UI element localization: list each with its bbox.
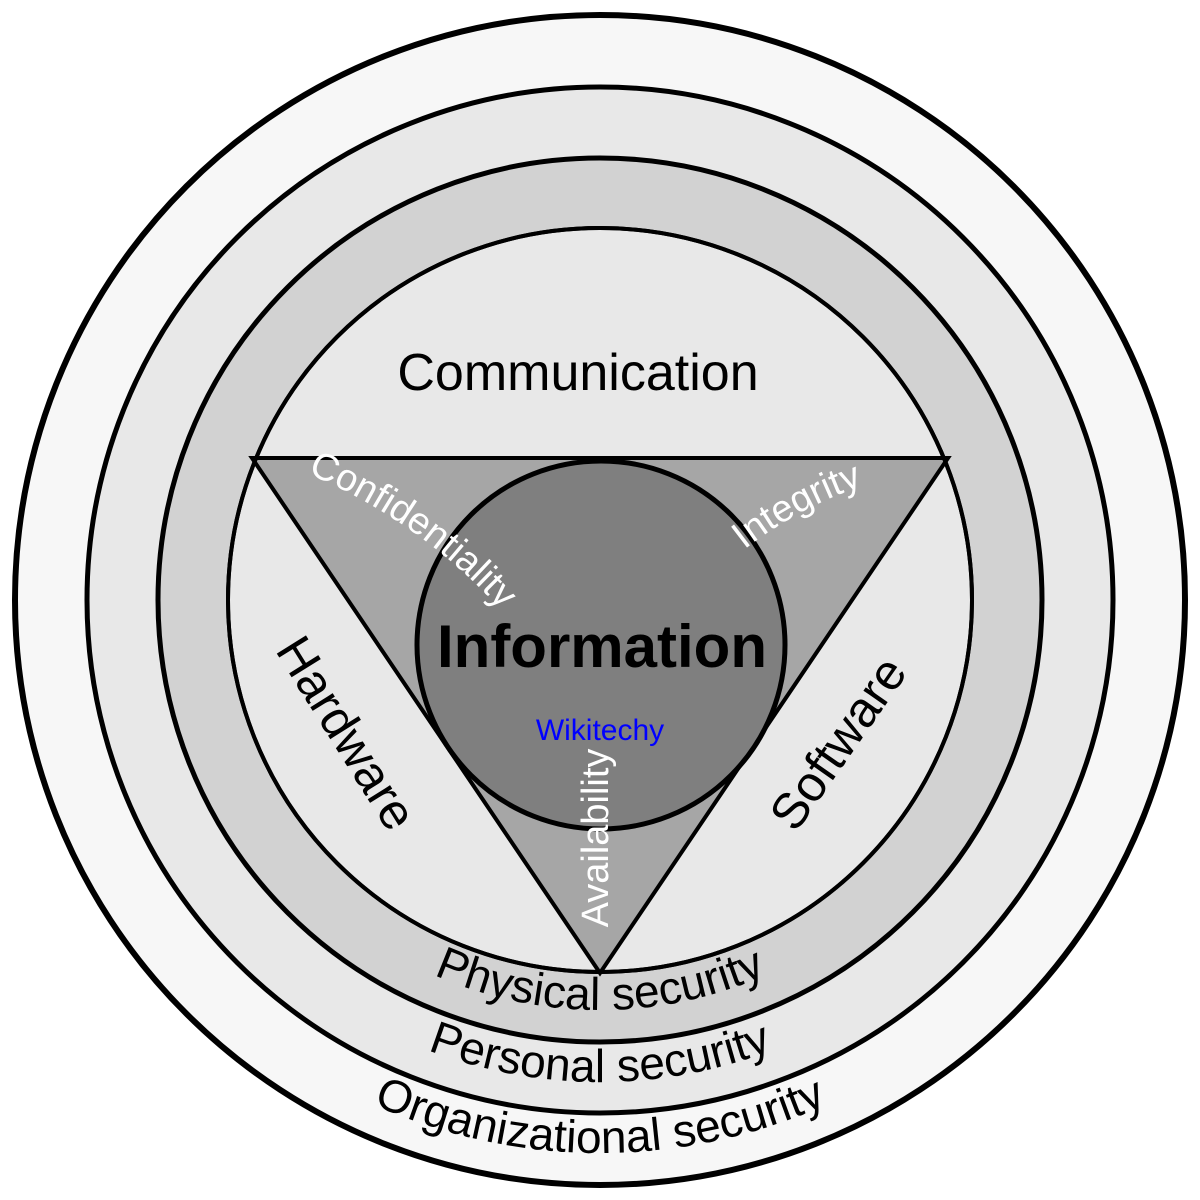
wikitechy-brand-label: Wikitechy xyxy=(536,714,664,747)
information-disc xyxy=(414,458,788,832)
availability-label: Availability xyxy=(575,749,617,928)
inner-disc-outline xyxy=(226,226,974,974)
communication-label: Communication xyxy=(397,344,758,402)
information-label: Information xyxy=(437,613,767,680)
